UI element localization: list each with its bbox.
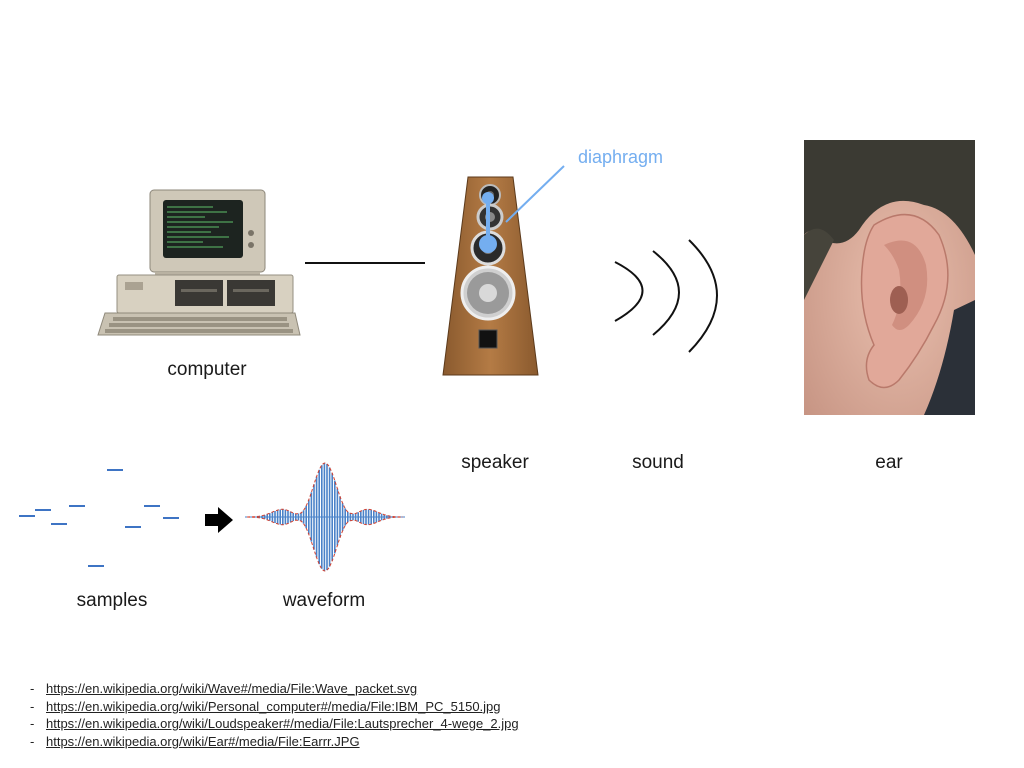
reference-item: -https://en.wikipedia.org/wiki/Wave#/med… [30,680,519,698]
computer-label: computer [167,359,247,380]
reference-item: -https://en.wikipedia.org/wiki/Loudspeak… [30,715,519,733]
wave-envelope [247,516,403,572]
diaphragm-label: diaphragm [578,147,664,167]
sound-waves-icon [614,239,718,353]
reference-link[interactable]: https://en.wikipedia.org/wiki/Ear#/media… [46,733,360,749]
reference-item: -https://en.wikipedia.org/wiki/Ear#/medi… [30,733,519,751]
waveform-label: waveform [282,590,366,611]
speaker-image [442,176,539,376]
reference-link[interactable]: https://en.wikipedia.org/wiki/Personal_c… [46,698,501,714]
speaker-label: speaker [461,452,529,473]
reference-link[interactable]: https://en.wikipedia.org/wiki/Loudspeake… [46,716,519,731]
samples-plot [19,469,179,567]
ear-image [804,140,975,415]
ear-label: ear [875,452,903,473]
reference-bullet: - [30,681,35,696]
reference-bullet: - [30,733,35,749]
waveform-plot [245,462,405,572]
wave-envelope [247,462,403,518]
reference-link[interactable]: https://en.wikipedia.org/wiki/Wave#/medi… [46,681,418,696]
reference-list: -https://en.wikipedia.org/wiki/Wave#/med… [30,680,519,750]
reference-bullet: - [30,698,35,714]
reference-bullet: - [30,716,35,731]
sound-label: sound [632,452,684,473]
reference-item: -https://en.wikipedia.org/wiki/Personal_… [30,698,519,716]
diaphragm-pointer [505,165,565,223]
arrow-right-icon [205,507,233,533]
connector-line [305,262,425,264]
samples-label: samples [76,590,148,611]
computer-image [97,189,301,336]
